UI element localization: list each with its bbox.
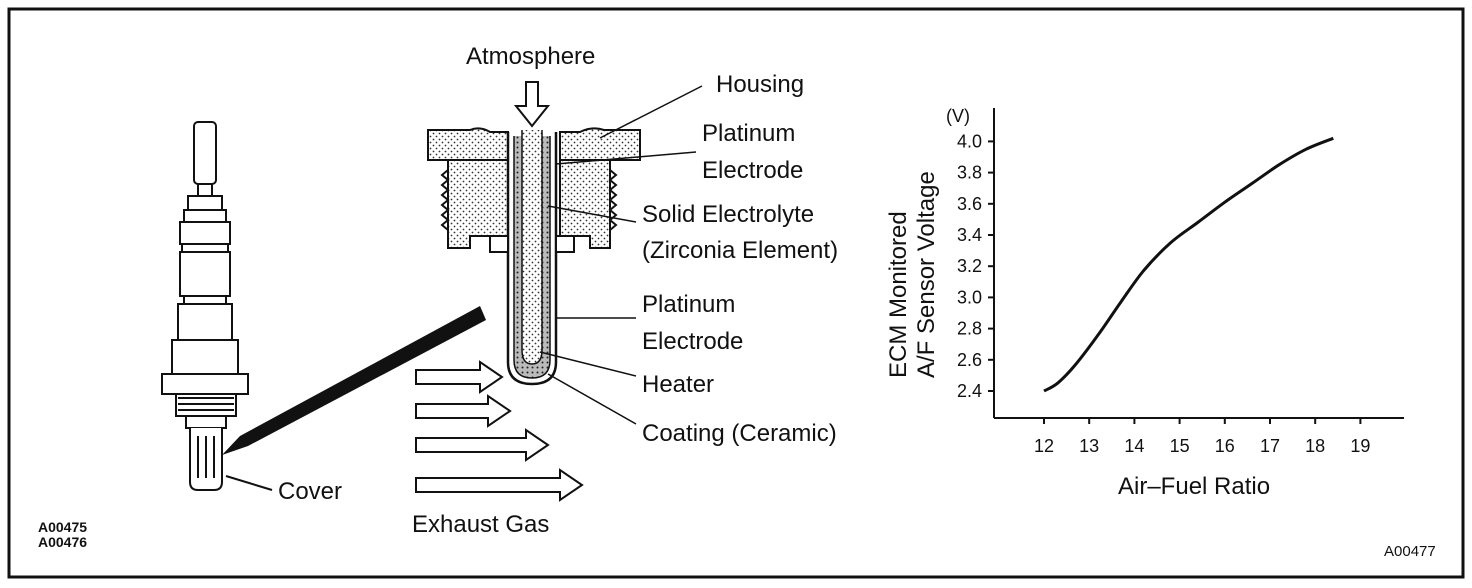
x-tick-label: 12 — [1034, 436, 1054, 456]
solid-electrolyte-label-2: (Zirconia Element) — [642, 237, 838, 264]
y-tick-label: 3.2 — [957, 256, 982, 276]
y-tick-label: 3.0 — [957, 287, 982, 307]
y-tick-label: 2.6 — [957, 350, 982, 370]
x-tick-label: 13 — [1079, 436, 1099, 456]
y-ticks: 2.4 2.6 2.8 3.0 3.2 3.4 3.6 3.8 4.0 — [957, 131, 994, 401]
oxygen-sensor-illustration — [161, 121, 249, 491]
coating-label: Coating (Ceramic) — [642, 420, 837, 447]
cover-label: Cover — [278, 478, 342, 505]
platinum-electrode-top-label-2: Electrode — [702, 157, 803, 184]
atmosphere-label: Atmosphere — [466, 43, 595, 70]
y-tick-label: 2.8 — [957, 319, 982, 339]
x-tick-label: 17 — [1260, 436, 1280, 456]
exhaust-arrow-3 — [415, 428, 550, 462]
x-tick-label: 14 — [1124, 436, 1144, 456]
y-tick-label: 3.4 — [957, 225, 982, 245]
y-tick-label: 2.4 — [957, 381, 982, 401]
y-tick-label: 4.0 — [957, 131, 982, 151]
pointer-arrow — [222, 306, 486, 455]
zirconia-cross-section — [427, 81, 641, 386]
y-tick-label: 3.8 — [957, 163, 982, 183]
platinum-electrode-top-label-1: Platinum — [702, 120, 795, 147]
x-tick-label: 18 — [1305, 436, 1325, 456]
ref-code-2: A00476 — [38, 534, 87, 550]
heater-label: Heater — [642, 371, 714, 398]
solid-electrolyte-label-1: Solid Electrolyte — [642, 201, 814, 228]
exhaust-gas-label: Exhaust Gas — [412, 511, 549, 538]
platinum-electrode-bottom-label-2: Electrode — [642, 328, 743, 355]
ref-code-1: A00475 — [38, 519, 87, 535]
y-axis-title-line1: ECM Monitored — [885, 211, 912, 378]
exhaust-arrow-4 — [415, 468, 584, 502]
x-ticks: 12 13 14 15 16 17 18 19 — [1034, 418, 1370, 456]
x-tick-label: 15 — [1170, 436, 1190, 456]
y-unit-label: (V) — [946, 106, 970, 126]
x-tick-label: 19 — [1350, 436, 1370, 456]
cover-leader — [225, 475, 273, 491]
exhaust-arrow-1 — [415, 360, 504, 394]
x-axis-title: Air–Fuel Ratio — [1118, 473, 1270, 500]
voltage-chart: 2.4 2.6 2.8 3.0 3.2 3.4 3.6 3.8 4.0 12 13 14 15 16 17… — [885, 106, 1436, 560]
label-leaders — [539, 85, 703, 425]
housing-label: Housing — [716, 71, 804, 98]
voltage-curve-series — [1043, 136, 1334, 393]
exhaust-arrow-2 — [415, 394, 512, 428]
exhaust-flow-arrows — [415, 360, 584, 502]
y-tick-label: 3.6 — [957, 194, 982, 214]
chart-ref-code: A00477 — [1384, 543, 1436, 560]
frame-border — [7, 7, 1465, 579]
x-tick-label: 16 — [1215, 436, 1235, 456]
platinum-electrode-bottom-label-1: Platinum — [642, 291, 735, 318]
y-axis-title-line2: A/F Sensor Voltage — [913, 171, 940, 378]
